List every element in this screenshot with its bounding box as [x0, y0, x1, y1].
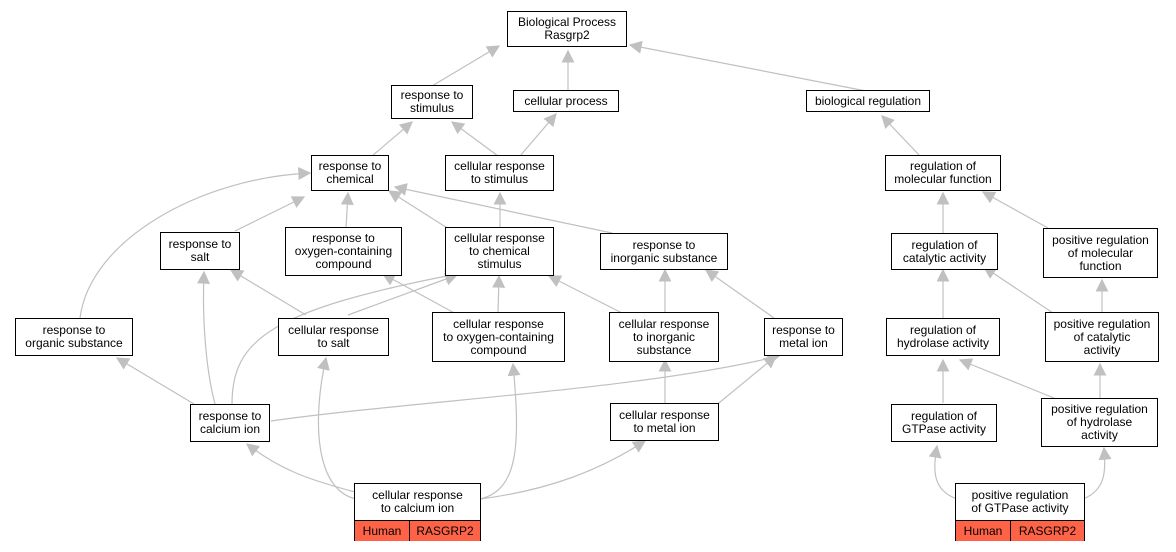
edge	[479, 440, 647, 500]
edge	[115, 357, 195, 405]
gene-tag[interactable]: RASGRP2	[1011, 521, 1084, 541]
node-cellular-process[interactable]: cellular process	[513, 90, 619, 112]
edge	[982, 266, 1054, 314]
node-response-to-chemical[interactable]: response to chemical	[311, 155, 389, 191]
edge	[981, 191, 1049, 229]
edge	[928, 444, 958, 500]
edge	[547, 275, 627, 316]
node-response-to-stimulus[interactable]: response to stimulus	[391, 85, 473, 119]
node-response-to-salt[interactable]: response to salt	[160, 232, 240, 270]
node-regulation-of-hydrolase-activity[interactable]: regulation of hydrolase activity	[886, 318, 1000, 356]
node-regulation-of-gtpase-activity[interactable]: regulation of GTPase activity	[891, 404, 997, 442]
node-response-to-inorganic-substance[interactable]: response to inorganic substance	[600, 233, 728, 270]
edge	[393, 183, 613, 234]
edge	[387, 190, 453, 232]
edge	[229, 269, 307, 316]
edge	[371, 121, 413, 157]
edge	[958, 358, 1055, 399]
node-positive-regulation-of-molecular-function[interactable]: positive regulation of molecular functio…	[1043, 228, 1158, 278]
leaf-cellular-response-to-calcium-ion[interactable]: cellular response to calcium ion Human R…	[354, 483, 481, 541]
leaf-label: positive regulation of GTPase activity	[971, 488, 1069, 515]
edge	[881, 115, 921, 157]
node-cellular-response-to-chemical-stimulus[interactable]: cellular response to chemical stimulus	[445, 227, 554, 276]
node-response-to-oxygen-containing-compound[interactable]: response to oxygen-containing compound	[285, 227, 402, 276]
leaf-positive-regulation-of-gtpase-activity[interactable]: positive regulation of GTPase activity H…	[955, 483, 1085, 541]
leaf-label: cellular response to calcium ion	[372, 488, 463, 515]
edge	[1082, 446, 1112, 500]
node-cellular-response-to-metal-ion[interactable]: cellular response to metal ion	[610, 403, 719, 441]
node-response-to-metal-ion[interactable]: response to metal ion	[764, 318, 843, 356]
edge	[519, 113, 557, 157]
edge	[317, 356, 357, 500]
node-cellular-response-to-salt[interactable]: cellular response to salt	[278, 318, 389, 356]
edge	[340, 191, 354, 229]
edge	[479, 362, 521, 500]
edge	[79, 167, 312, 319]
node-cellular-response-to-inorganic-substance[interactable]: cellular response to inorganic substance	[609, 312, 719, 362]
node-positive-regulation-of-catalytic-activity[interactable]: positive regulation of catalytic activit…	[1045, 312, 1159, 362]
node-response-to-organic-substance[interactable]: response to organic substance	[15, 318, 133, 356]
node-biological-regulation[interactable]: biological regulation	[806, 90, 930, 112]
annotation-row: Human RASGRP2	[956, 520, 1084, 541]
edge	[450, 121, 499, 157]
edge	[431, 45, 501, 87]
edge	[713, 355, 778, 408]
node-cellular-response-to-oxygen-containing-compound[interactable]: cellular response to oxygen-containing c…	[432, 312, 565, 362]
species-tag[interactable]: Human	[956, 521, 1011, 541]
edge	[492, 274, 506, 314]
edge	[381, 273, 459, 316]
node-positive-regulation-of-hydrolase-activity[interactable]: positive regulation of hydrolase activit…	[1041, 398, 1158, 447]
edge	[245, 443, 356, 493]
edge	[704, 269, 775, 319]
edge	[234, 196, 306, 232]
gene-tag[interactable]: RASGRP2	[410, 521, 480, 541]
edge	[197, 270, 216, 405]
annotation-row: Human RASGRP2	[355, 520, 480, 541]
node-biological-process[interactable]: Biological Process Rasgrp2	[507, 11, 627, 47]
edge	[231, 269, 459, 405]
node-regulation-of-molecular-function[interactable]: regulation of molecular function	[885, 155, 1001, 191]
edge	[628, 40, 867, 92]
node-response-to-calcium-ion[interactable]: response to calcium ion	[190, 404, 270, 442]
species-tag[interactable]: Human	[355, 521, 410, 541]
edge	[347, 272, 459, 316]
node-cellular-response-to-stimulus[interactable]: cellular response to stimulus	[445, 155, 554, 191]
node-regulation-of-catalytic-activity[interactable]: regulation of catalytic activity	[891, 233, 998, 270]
edge	[270, 352, 781, 422]
